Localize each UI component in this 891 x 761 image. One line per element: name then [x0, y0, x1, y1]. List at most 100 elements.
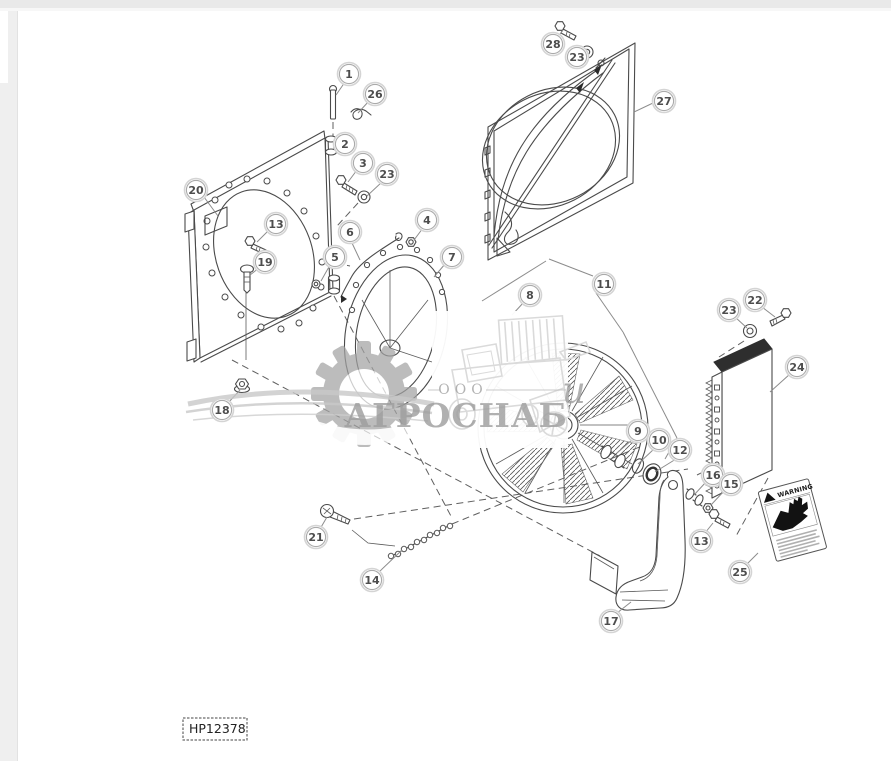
bushing-5: [311, 274, 341, 295]
clip-26: [350, 108, 372, 120]
svg-text:17: 17: [603, 615, 618, 628]
callout-7[interactable]: 7: [439, 244, 465, 270]
shroud-edge-tabs: [484, 145, 491, 244]
warning-decal-text-lines: [776, 529, 820, 558]
warning-decal: WARNING: [757, 478, 827, 562]
svg-text:12: 12: [672, 444, 687, 457]
svg-text:22: 22: [747, 294, 762, 307]
callout-23-b[interactable]: 23: [564, 44, 590, 70]
callout-4[interactable]: 4: [414, 207, 440, 233]
callout-23-a[interactable]: 23: [374, 161, 400, 187]
callout-23-c[interactable]: 23: [716, 297, 742, 323]
callout-18[interactable]: 18: [209, 397, 235, 423]
figure-code-box: HP12378: [182, 717, 248, 741]
bolt-21: [319, 503, 351, 525]
watermark: ООО АГРОСНАБ u: [185, 311, 592, 448]
svg-text:23: 23: [379, 168, 394, 181]
rod-6: [340, 232, 403, 303]
callout-14[interactable]: 14: [359, 567, 385, 593]
svg-text:2: 2: [341, 138, 349, 151]
callout-1[interactable]: 1: [336, 61, 362, 87]
bolt-3: [335, 175, 358, 196]
svg-text:19: 19: [257, 256, 272, 269]
nut-4: [405, 237, 417, 247]
svg-text:23: 23: [721, 304, 736, 317]
panel-decal-area: [204, 206, 228, 236]
harvester-watermark-art: [448, 314, 592, 437]
svg-text:1: 1: [345, 68, 353, 81]
watermark-letter: u: [562, 369, 586, 412]
svg-text:21: 21: [308, 531, 323, 544]
callout-25[interactable]: 25: [727, 559, 753, 585]
figure-code: HP12378: [189, 721, 246, 736]
callout-11[interactable]: 11: [591, 271, 617, 297]
nut-15: [702, 503, 714, 513]
svg-text:3: 3: [359, 157, 367, 170]
svg-text:23: 23: [569, 51, 584, 64]
washer-23b: [357, 190, 371, 204]
callout-10[interactable]: 10: [646, 427, 672, 453]
warning-triangle-icon: [764, 492, 776, 503]
callout-3[interactable]: 3: [350, 150, 376, 176]
svg-text:20: 20: [188, 184, 204, 197]
svg-text:26: 26: [367, 88, 383, 101]
callout-15[interactable]: 15: [718, 471, 744, 497]
callout-19[interactable]: 19: [252, 249, 278, 275]
svg-text:8: 8: [526, 289, 534, 302]
svg-text:27: 27: [656, 95, 671, 108]
watermark-org-form: ООО: [438, 382, 487, 398]
svg-text:4: 4: [423, 214, 431, 227]
svg-text:5: 5: [331, 251, 339, 264]
shroud-corner-detail: [503, 211, 519, 245]
svg-text:7: 7: [448, 251, 456, 264]
callout-22[interactable]: 22: [742, 287, 768, 313]
shroud-rod: [488, 57, 616, 249]
svg-text:24: 24: [789, 361, 805, 374]
callout-26[interactable]: 26: [362, 81, 388, 107]
panel-bolt-holes: [202, 175, 326, 333]
callout-20[interactable]: 20: [183, 177, 209, 203]
ring-spokes: [361, 270, 433, 363]
nut-18: [233, 378, 251, 394]
shroud-corner-flap: [496, 237, 511, 257]
bracket-flange: [589, 551, 619, 595]
callout-24[interactable]: 24: [784, 354, 810, 380]
bushing-16: [685, 488, 704, 507]
callout-13-a[interactable]: 13: [263, 211, 289, 237]
grommet-12: [642, 463, 662, 485]
callout-6[interactable]: 6: [337, 219, 363, 245]
watermark-text: ООО АГРОСНАБ u: [344, 369, 586, 435]
pin-1: [328, 84, 338, 120]
serrated-strip-14: [351, 522, 454, 560]
fan-hazard-pictogram: [772, 496, 809, 531]
svg-text:14: 14: [364, 574, 380, 587]
bolt-22: [769, 308, 792, 327]
bushing-9: [600, 444, 626, 469]
callout-27[interactable]: 27: [651, 88, 677, 114]
callout-13-b[interactable]: 13: [688, 528, 714, 554]
callout-8[interactable]: 8: [517, 282, 543, 308]
svg-text:15: 15: [723, 478, 738, 491]
callout-5[interactable]: 5: [322, 244, 348, 270]
support-bracket: [589, 469, 686, 611]
callout-17[interactable]: 17: [598, 608, 624, 634]
callout-2[interactable]: 2: [332, 131, 358, 157]
svg-text:18: 18: [214, 404, 229, 417]
callout-9[interactable]: 9: [625, 418, 651, 444]
rivet-19: [239, 264, 255, 294]
bolt-13c: [708, 509, 731, 529]
svg-text:25: 25: [732, 566, 747, 579]
fan-shroud-rear: [481, 42, 636, 261]
svg-text:13: 13: [268, 218, 283, 231]
washer-10: [631, 458, 645, 474]
svg-text:28: 28: [545, 38, 560, 51]
svg-text:11: 11: [596, 278, 611, 291]
callout-16[interactable]: 16: [700, 462, 726, 488]
callout-21[interactable]: 21: [303, 524, 329, 550]
callout-12[interactable]: 12: [667, 437, 693, 463]
callout-28[interactable]: 28: [540, 31, 566, 57]
svg-text:6: 6: [346, 226, 354, 239]
